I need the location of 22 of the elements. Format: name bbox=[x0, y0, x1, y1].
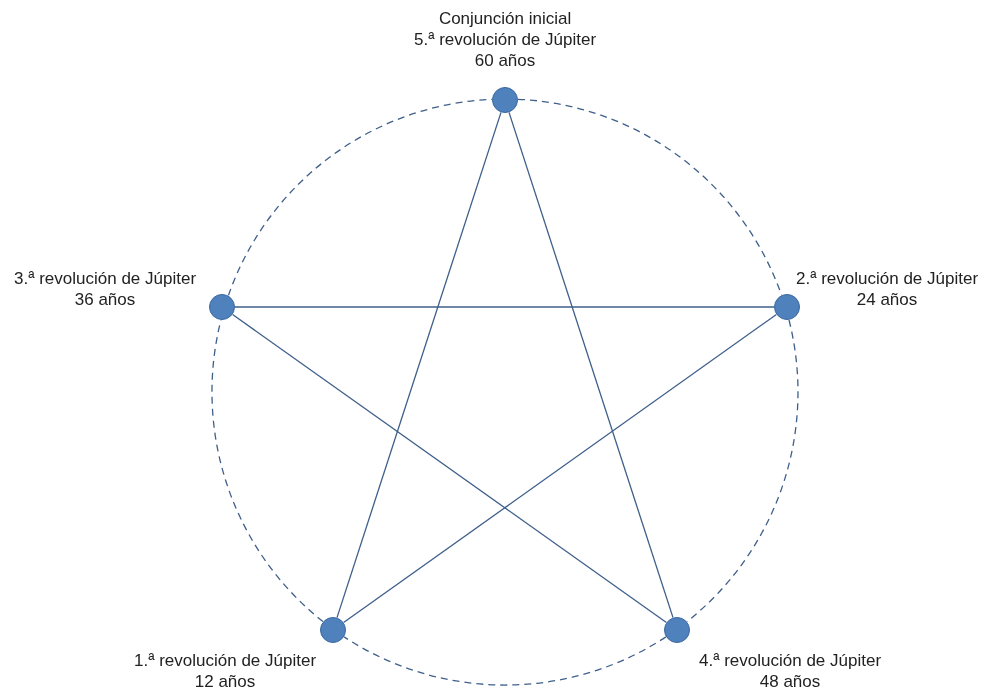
caption-text: 48 años bbox=[758, 671, 822, 692]
connector-line bbox=[234, 306, 775, 308]
connector-line bbox=[342, 313, 778, 624]
node-circle bbox=[320, 617, 346, 643]
caption-text: 12 años bbox=[193, 671, 257, 692]
caption-text: Conjunción inicial bbox=[437, 8, 573, 29]
node-circle bbox=[664, 617, 690, 643]
node-circle bbox=[492, 87, 518, 113]
dashed-arc bbox=[343, 636, 667, 686]
connector-line bbox=[231, 313, 668, 624]
caption-text: 36 años bbox=[73, 289, 137, 310]
caption-text: 60 años bbox=[473, 50, 537, 71]
caption-text: 24 años bbox=[855, 289, 919, 310]
caption-text: 2.ª revolución de Júpiter bbox=[796, 268, 979, 289]
caption-text: 3.ª revolución de Júpiter bbox=[14, 268, 197, 289]
connector-line bbox=[336, 111, 502, 619]
caption-text: 5.ª revolución de Júpiter bbox=[414, 29, 597, 50]
connector-line bbox=[508, 111, 674, 619]
caption-text: 4.ª revolución de Júpiter bbox=[699, 650, 882, 671]
node-circle bbox=[209, 294, 235, 320]
node-circle bbox=[774, 294, 800, 320]
caption-text: 1.ª revolución de Júpiter bbox=[134, 650, 317, 671]
